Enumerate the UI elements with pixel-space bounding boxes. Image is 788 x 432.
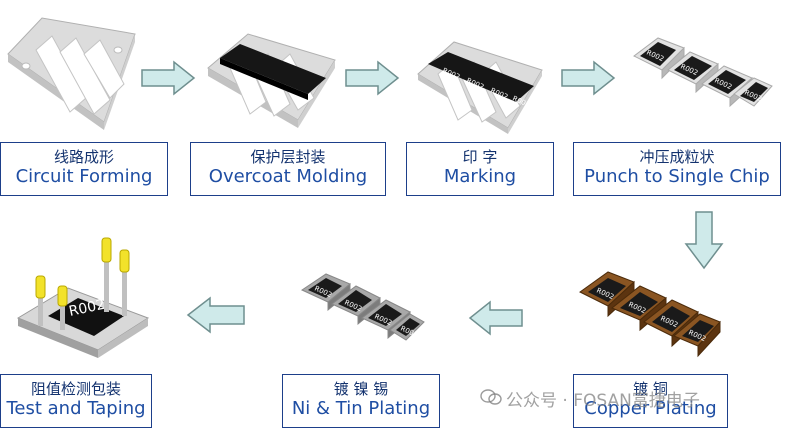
watermark-text: 公众号 · FOSAN富捷电子 bbox=[506, 391, 700, 411]
left-arrow-icon bbox=[468, 300, 523, 336]
overcoat-molding-image bbox=[207, 33, 336, 128]
right-arrow-icon bbox=[141, 60, 196, 96]
right-arrow-icon bbox=[561, 60, 616, 96]
step-label-copper-plating: 镀 铜 Copper Plating bbox=[573, 374, 728, 428]
step-label-test-and-taping: 阻值检测包装 Test and Taping bbox=[0, 374, 152, 428]
step-label-cn: 镀 铜 bbox=[633, 380, 668, 398]
step-label-overcoat-molding: 保护层封装 Overcoat Molding bbox=[190, 142, 386, 196]
step-label-marking: 印 字 Marking bbox=[406, 142, 554, 196]
single-chip-image: R002 R002 R002 R002 bbox=[633, 37, 773, 108]
circuit-forming-image bbox=[7, 17, 136, 130]
step-label-cn: 镀 镍 锡 bbox=[333, 380, 389, 398]
chip-marking-text: R002 bbox=[68, 297, 107, 320]
step-label-cn: 印 字 bbox=[462, 148, 498, 166]
overcoat-strip bbox=[220, 44, 326, 94]
copper-plating-image: R002 R002 R002 R002 bbox=[579, 271, 721, 358]
step-label-en: Ni & Tin Plating bbox=[291, 398, 431, 419]
test-probes bbox=[35, 237, 130, 330]
step-label-en: Punch to Single Chip bbox=[584, 166, 770, 187]
step-label-cn: 冲压成粒状 bbox=[639, 148, 715, 166]
step-label-en: Copper Plating bbox=[584, 398, 717, 419]
ni-tin-plating-image: R002 R002 R002 R002 bbox=[300, 273, 425, 341]
step-label-ni-tin-plating: 镀 镍 锡 Ni & Tin Plating bbox=[282, 374, 440, 428]
step-label-circuit-forming: 线路成形 Circuit Forming bbox=[0, 142, 168, 196]
left-arrow-icon bbox=[186, 296, 245, 334]
marking-image: R002 R002 R002 R002 bbox=[417, 41, 543, 134]
right-arrow-icon bbox=[345, 60, 400, 96]
step-label-en: Marking bbox=[443, 166, 517, 187]
test-taping-image: R002 bbox=[16, 237, 150, 358]
step-label-cn: 线路成形 bbox=[53, 148, 114, 166]
down-arrow-icon bbox=[684, 211, 724, 270]
wechat-icon bbox=[480, 389, 502, 405]
step-label-en: Circuit Forming bbox=[15, 166, 153, 187]
step-label-en: Test and Taping bbox=[6, 398, 146, 419]
step-label-cn: 保护层封装 bbox=[250, 148, 326, 166]
step-label-punch-to-single-chip: 冲压成粒状 Punch to Single Chip bbox=[573, 142, 781, 196]
step-label-cn: 阻值检测包装 bbox=[30, 380, 121, 398]
step-label-en: Overcoat Molding bbox=[208, 166, 368, 187]
